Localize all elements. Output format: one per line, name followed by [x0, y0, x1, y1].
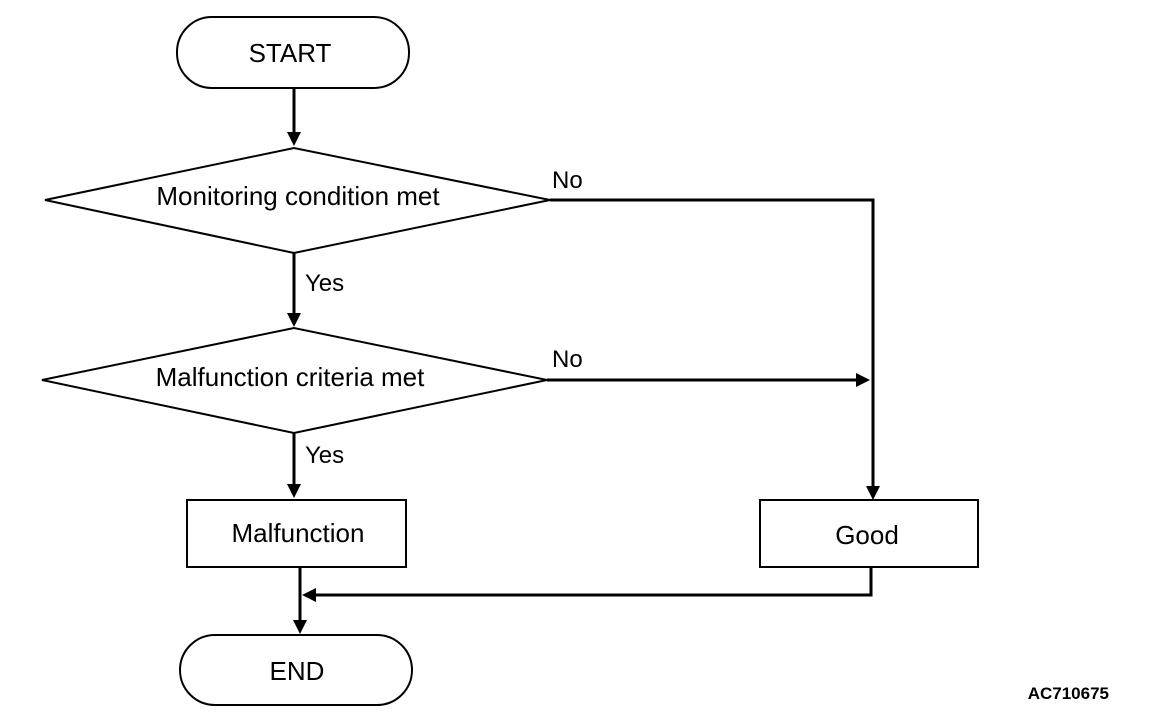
connector-malfunction-to-end: [293, 567, 307, 634]
decision-malfunction-criteria: Malfunction criteria met: [41, 326, 548, 435]
edge-label-criteria-no: No: [552, 346, 583, 373]
start-label: START: [249, 38, 332, 68]
connector-criteria-yes: [287, 433, 301, 498]
decision-malfunction-label: Malfunction criteria met: [156, 362, 426, 392]
connector-monitoring-no: [550, 198, 880, 500]
figure-code: AC710675: [1028, 684, 1109, 703]
malfunction-box: Malfunction: [186, 499, 407, 568]
edge-label-monitoring-yes: Yes: [305, 270, 344, 297]
good-label: Good: [835, 520, 899, 550]
edge-label-monitoring-no: No: [552, 167, 583, 194]
connector-start-to-monitoring: [287, 88, 301, 146]
edge-label-criteria-yes: Yes: [305, 442, 344, 469]
end-terminal: END: [179, 634, 413, 706]
connector-criteria-no: [547, 373, 870, 387]
end-label: END: [270, 656, 325, 686]
decision-monitoring-label: Monitoring condition met: [156, 181, 440, 211]
decision-monitoring-condition: Monitoring condition met: [44, 146, 551, 255]
malfunction-label: Malfunction: [232, 518, 365, 548]
connector-good-to-end: [302, 567, 873, 602]
connector-monitoring-yes: [287, 253, 301, 327]
good-box: Good: [759, 499, 979, 568]
start-terminal: START: [176, 16, 410, 89]
